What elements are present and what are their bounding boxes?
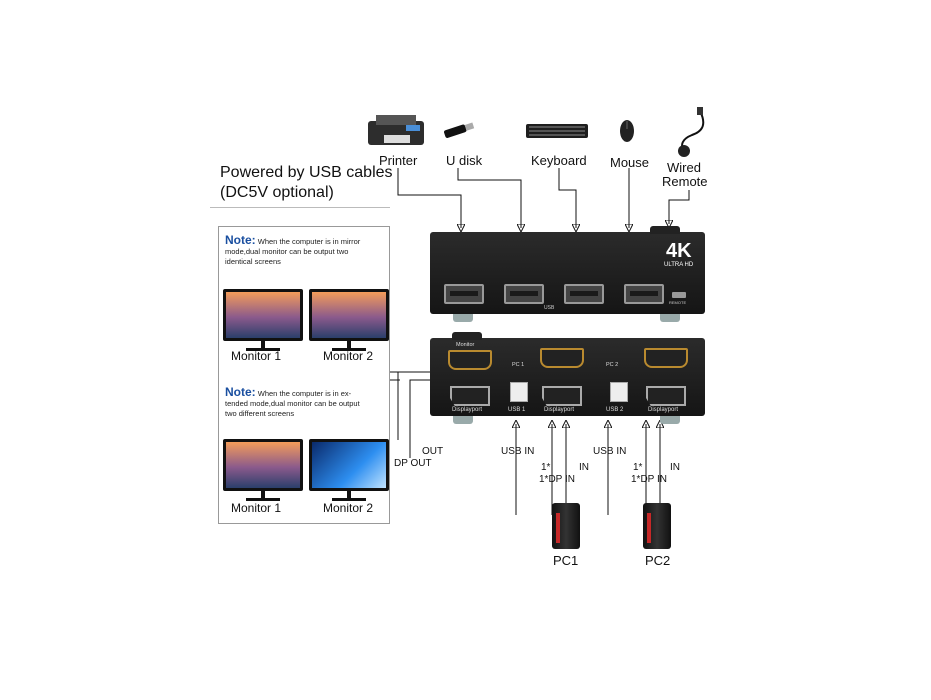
headline-line1: Powered by USB cables bbox=[220, 164, 393, 181]
note1-text3: identical screens bbox=[225, 257, 281, 266]
note2-text1: When the computer is in ex- bbox=[257, 389, 352, 398]
monitor-1-extended bbox=[223, 439, 303, 491]
wired-remote-icon bbox=[670, 107, 710, 157]
monitor-2-mirror bbox=[309, 289, 389, 341]
monitor-2-extended bbox=[309, 439, 389, 491]
headline-divider bbox=[210, 207, 390, 208]
printer-icon bbox=[366, 113, 428, 149]
badge-ultra-hd: ULTRA HD bbox=[664, 262, 694, 268]
pc1-port-label: PC 1 bbox=[512, 362, 525, 368]
out-label: OUT bbox=[422, 446, 444, 457]
pc2-dp-label: Displayport bbox=[648, 407, 679, 413]
pc2-in-label: IN bbox=[670, 462, 680, 473]
note1-text1: When the computer is in mirror bbox=[257, 237, 361, 246]
usb-port-4 bbox=[624, 284, 664, 304]
pc2-tower-icon bbox=[643, 503, 671, 549]
pc2-dp-in-label: 1*DP IN bbox=[631, 474, 667, 485]
pc2-usb-b-port bbox=[610, 382, 628, 402]
monitor-1-extended-stand bbox=[261, 491, 265, 499]
monitor-2-label-b: Monitor 2 bbox=[323, 501, 374, 515]
pc2-label: PC2 bbox=[645, 553, 671, 568]
pc1-in-label: IN bbox=[579, 462, 589, 473]
monitor-hdmi-port bbox=[448, 350, 492, 370]
kvm-back-panel: Monitor Displayport PC 1 USB 1 Displaypo… bbox=[430, 332, 705, 416]
monitor-2-extended-stand bbox=[347, 491, 351, 499]
dp-out-label: DP OUT bbox=[394, 458, 432, 469]
pc2-usb-in-label: USB IN bbox=[593, 446, 627, 457]
monitor-1-extended-base bbox=[246, 498, 280, 501]
pc2-dp-port bbox=[646, 386, 686, 406]
kvm-front-panel: 4K ULTRA HD USB REMOTE bbox=[430, 226, 705, 314]
note1: Note: When the computer is in mirror mod… bbox=[225, 233, 385, 267]
monitor-2-extended-base bbox=[332, 498, 366, 501]
usb-port-3 bbox=[564, 284, 604, 304]
udisk-label: U disk bbox=[446, 153, 483, 168]
wired-remote-label-2: Remote bbox=[662, 174, 708, 189]
usb-port-1 bbox=[444, 284, 484, 304]
note2-prefix: Note: bbox=[225, 385, 256, 399]
monitor-port-label: Monitor bbox=[456, 342, 475, 348]
usb2-label: USB 2 bbox=[606, 407, 624, 413]
back-knob bbox=[452, 332, 482, 340]
monitor-1-label-a: Monitor 1 bbox=[231, 349, 282, 363]
monitor-dp-label: Displayport bbox=[452, 407, 483, 413]
back-foot-right bbox=[660, 416, 680, 424]
usb-port-2 bbox=[504, 284, 544, 304]
pc1-hdmi-port bbox=[540, 348, 584, 368]
remote-knob bbox=[650, 226, 680, 234]
monitor-1-mirror bbox=[223, 289, 303, 341]
notes-panel: Note: When the computer is in mirror mod… bbox=[218, 226, 390, 524]
note2: Note: When the computer is in ex- tended… bbox=[225, 385, 385, 419]
pc1-dp-port bbox=[542, 386, 582, 406]
monitor-1-label-b: Monitor 1 bbox=[231, 501, 282, 515]
pc1-hdmi-prefix-label: 1* bbox=[541, 462, 551, 473]
monitor-2-mirror-stand bbox=[347, 341, 351, 349]
monitor-2-label-a: Monitor 2 bbox=[323, 349, 374, 363]
pc1-usb-b-port bbox=[510, 382, 528, 402]
mouse-label: Mouse bbox=[610, 155, 650, 170]
mouse-icon bbox=[619, 117, 635, 143]
note2-text3: two different screens bbox=[225, 409, 295, 418]
monitor-2-mirror-base bbox=[332, 348, 366, 351]
pc2-hdmi-prefix-label: 1* bbox=[633, 462, 643, 473]
keyboard-icon bbox=[526, 122, 588, 140]
badge-4k: 4K bbox=[666, 240, 692, 262]
front-foot-right bbox=[660, 314, 680, 322]
wired-remote-label-1: Wired bbox=[667, 160, 701, 175]
monitor-1-mirror-stand bbox=[261, 341, 265, 349]
usb-stick-icon bbox=[442, 122, 476, 138]
pc1-dp-label: Displayport bbox=[544, 407, 575, 413]
usb-label: USB bbox=[544, 305, 555, 311]
printer-label: Printer bbox=[379, 153, 418, 168]
headline-line2: (DC5V optional) bbox=[220, 184, 334, 201]
monitor-1-mirror-base bbox=[246, 348, 280, 351]
keyboard-label: Keyboard bbox=[531, 153, 587, 168]
remote-port-label: REMOTE bbox=[669, 300, 687, 305]
front-foot-left bbox=[453, 314, 473, 322]
note1-prefix: Note: bbox=[225, 233, 256, 247]
remote-port bbox=[672, 292, 686, 298]
back-foot-left bbox=[453, 416, 473, 424]
monitor-dp-port bbox=[450, 386, 490, 406]
note1-text2: mode,dual monitor can be output two bbox=[225, 247, 349, 256]
pc2-hdmi-port bbox=[644, 348, 688, 368]
usb1-label: USB 1 bbox=[508, 407, 526, 413]
pc1-label: PC1 bbox=[553, 553, 579, 568]
pc1-tower-icon bbox=[552, 503, 580, 549]
pc1-usb-in-label: USB IN bbox=[501, 446, 535, 457]
pc1-dp-in-label: 1*DP IN bbox=[539, 474, 575, 485]
pc2-port-label: PC 2 bbox=[606, 362, 619, 368]
note2-text2: tended mode,dual monitor can be output bbox=[225, 399, 360, 408]
